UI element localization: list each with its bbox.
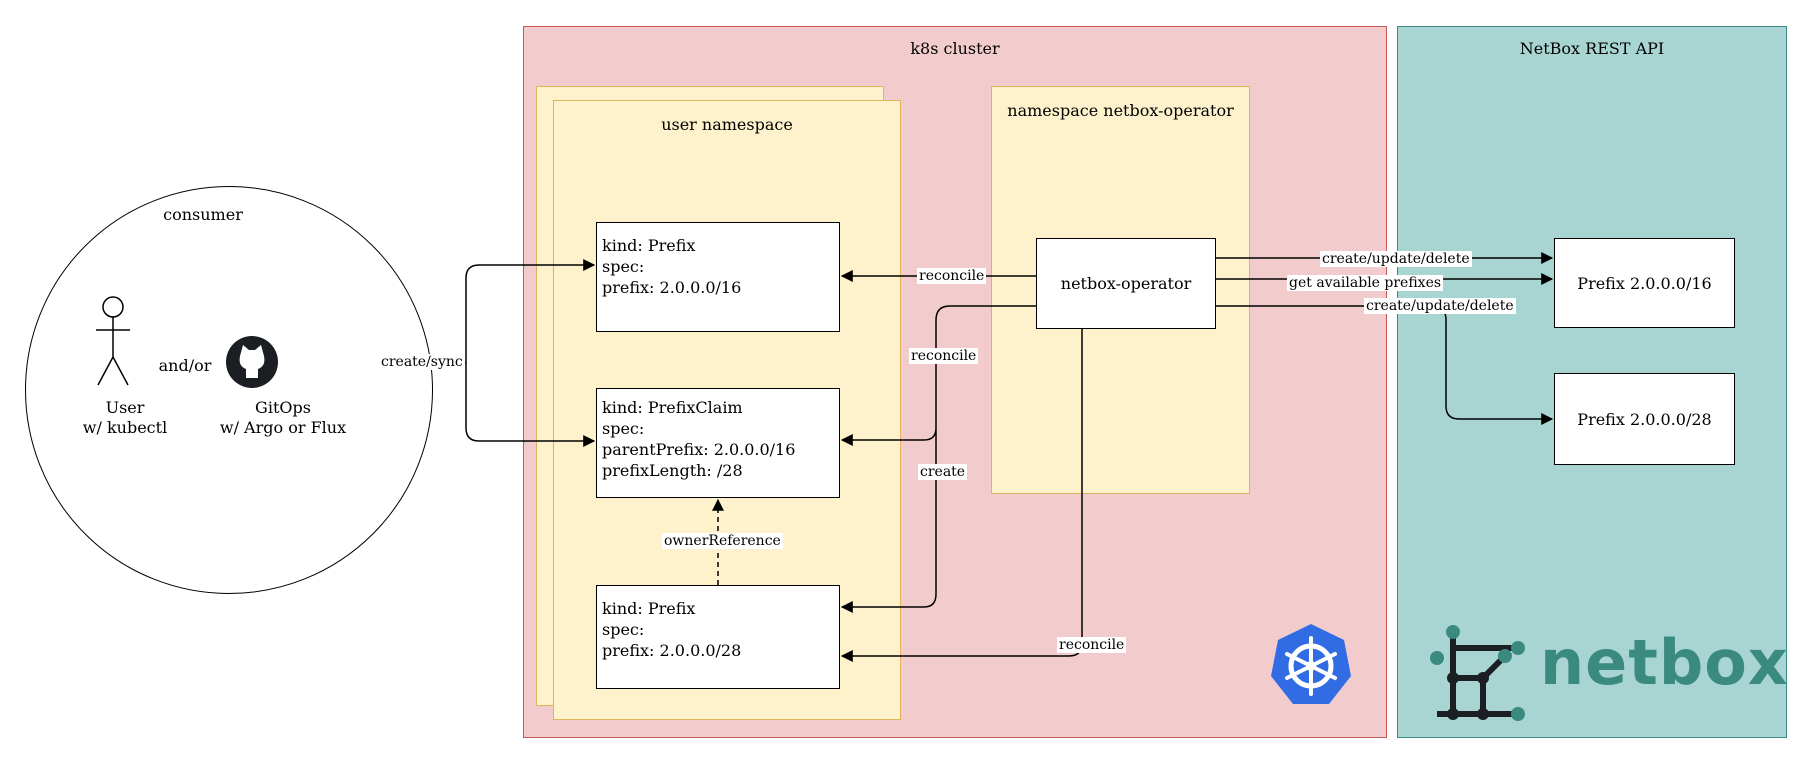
- prefix-28-resource: kind: Prefix spec: prefix: 2.0.0.0/28: [596, 585, 840, 689]
- resource-line: spec:: [602, 620, 645, 639]
- resource-line: kind: Prefix: [602, 599, 696, 618]
- kubernetes-logo-icon: [1271, 624, 1351, 704]
- netbox-mark-icon: [1430, 625, 1525, 721]
- and-or-label: and/or: [158, 356, 212, 375]
- gitops-label: GitOps w/ Argo or Flux: [208, 398, 358, 438]
- consumer-title: consumer: [163, 205, 243, 224]
- create-sync-label: create/sync: [379, 354, 465, 370]
- edge-create-prefix28: [840, 430, 937, 613]
- netbox-wordmark: netbox: [1540, 626, 1789, 699]
- reconcile-label-3: reconcile: [1057, 637, 1127, 653]
- resource-line: spec:: [602, 419, 645, 438]
- netbox-operator-box: netbox-operator: [1036, 238, 1216, 329]
- user-label-line1: User: [105, 398, 145, 417]
- netbox-prefix-16-box: Prefix 2.0.0.0/16: [1554, 238, 1735, 328]
- crud-label-1: create/update/delete: [1320, 251, 1472, 267]
- netbox-api-title: NetBox REST API: [1519, 39, 1665, 58]
- edge-create-sync-bottom: [465, 363, 596, 447]
- edge-reconcile-claim: [840, 305, 1036, 446]
- reconcile-label-1: reconcile: [917, 268, 987, 284]
- gitops-label-line2: w/ Argo or Flux: [219, 418, 347, 437]
- resource-line: kind: PrefixClaim: [602, 398, 743, 417]
- prefix-16-resource: kind: Prefix spec: prefix: 2.0.0.0/16: [596, 222, 840, 332]
- operator-namespace-title: namespace netbox-operator: [1007, 101, 1234, 120]
- edge-create-sync-top: [465, 259, 596, 363]
- owner-reference-label: ownerReference: [662, 533, 783, 549]
- reconcile-label-2: reconcile: [909, 348, 979, 364]
- consumer-circle: [25, 186, 433, 594]
- resource-line: prefix: 2.0.0.0/28: [602, 641, 742, 660]
- get-available-label: get available prefixes: [1287, 275, 1444, 291]
- resource-line: prefix: 2.0.0.0/16: [602, 278, 742, 297]
- github-icon: [226, 336, 278, 388]
- resource-line: parentPrefix: 2.0.0.0/16: [602, 440, 796, 459]
- resource-line: prefixLength: /28: [602, 461, 743, 480]
- resource-line: kind: Prefix: [602, 236, 696, 255]
- edge-crud-prefix28: [1216, 305, 1554, 425]
- crud-label-2: create/update/delete: [1364, 298, 1516, 314]
- user-label: User w/ kubectl: [70, 398, 180, 438]
- resource-line: spec:: [602, 257, 645, 276]
- user-label-line2: w/ kubectl: [82, 418, 168, 437]
- user-stick-figure: [96, 296, 130, 386]
- k8s-cluster-title: k8s cluster: [910, 39, 1000, 58]
- user-namespace-title: user namespace: [661, 115, 793, 134]
- prefix-claim-resource: kind: PrefixClaim spec: parentPrefix: 2.…: [596, 388, 840, 498]
- gitops-label-line1: GitOps: [255, 398, 311, 417]
- netbox-prefix-28-box: Prefix 2.0.0.0/28: [1554, 373, 1735, 465]
- create-label: create: [918, 464, 968, 480]
